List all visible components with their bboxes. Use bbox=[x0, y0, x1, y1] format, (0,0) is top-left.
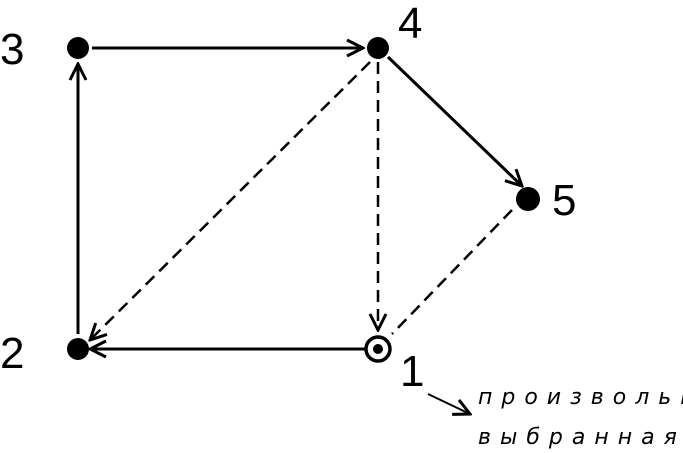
node-label-2: 2 bbox=[0, 329, 24, 378]
note-line-1: произвольно bbox=[478, 385, 683, 410]
edge-4-to-5 bbox=[386, 55, 522, 186]
note-line-2: выбранная bbox=[478, 425, 683, 450]
note-arrow bbox=[427, 393, 470, 414]
node-1 bbox=[364, 335, 392, 363]
edge-5-to-1-dashed bbox=[391, 209, 513, 335]
node-label-5: 5 bbox=[552, 176, 576, 225]
node-5 bbox=[516, 187, 540, 211]
node-4 bbox=[367, 37, 389, 59]
node-label-4: 4 bbox=[398, 0, 422, 48]
node-label-3: 3 bbox=[0, 25, 24, 74]
edge-4-to-2-dashed bbox=[90, 61, 371, 340]
node-2 bbox=[67, 338, 89, 360]
node-label-1: 1 bbox=[400, 347, 424, 396]
node-3 bbox=[67, 37, 89, 59]
